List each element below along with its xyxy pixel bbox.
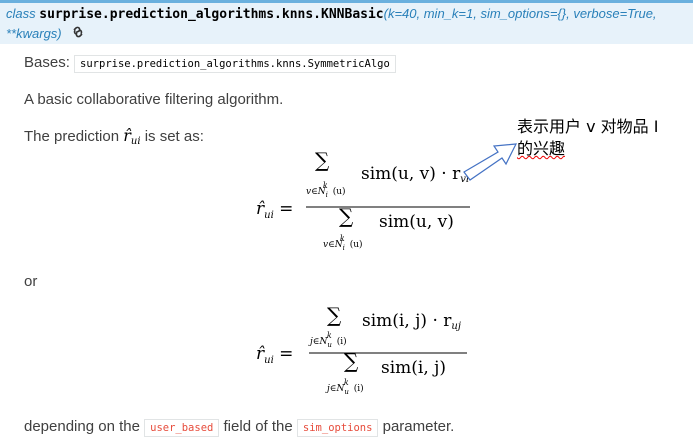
formula2-num-limit: j∈Nuk(i) bbox=[310, 331, 347, 349]
description: A basic collaborative filtering algorith… bbox=[24, 91, 284, 108]
class-params: (k=40, min_k=1, sim_options={}, verbose=… bbox=[6, 6, 657, 41]
intro-after: is set as: bbox=[144, 128, 204, 145]
annotation-arrow-icon bbox=[463, 143, 518, 181]
intro-before: The prediction bbox=[24, 128, 120, 145]
footer-middle: field of the bbox=[223, 418, 293, 435]
formula1-den-limit: v∈Nik(u) bbox=[323, 234, 363, 252]
formula1-den-body: sim(u, v) bbox=[379, 212, 454, 232]
annotation-line2: 的兴趣 bbox=[517, 139, 566, 158]
or-text: or bbox=[24, 273, 38, 290]
prediction-intro: The prediction r̂ui is set as: bbox=[24, 126, 204, 149]
formula2-den-sum: ∑ bbox=[344, 349, 359, 373]
formula2-den-limit: j∈Nuk(i) bbox=[327, 378, 364, 396]
formula1-num-limit: v∈Nik(u) bbox=[306, 181, 346, 199]
formula2-fraction-bar bbox=[309, 352, 467, 354]
formula1-lhs: r̂ui = bbox=[256, 199, 294, 221]
formula2-den-body: sim(i, j) bbox=[381, 358, 447, 378]
footer-code-sim-options[interactable]: sim_options bbox=[296, 419, 379, 437]
intro-symbol: r̂ui bbox=[123, 126, 141, 147]
class-signature: class surprise.prediction_algorithms.knn… bbox=[0, 0, 693, 44]
link-icon[interactable] bbox=[71, 25, 85, 44]
footer-line: depending on the user_based field of the… bbox=[24, 417, 454, 438]
bases-label: Bases: bbox=[24, 54, 70, 71]
formula1-num-body: sim(u, v) · rvi bbox=[361, 164, 470, 185]
annotation-line1: 表示用户 v 对物品 I bbox=[517, 117, 659, 136]
bases-line: Bases: surprise.prediction_algorithms.kn… bbox=[24, 53, 396, 74]
bases-value[interactable]: surprise.prediction_algorithms.knns.Symm… bbox=[74, 55, 396, 73]
footer-code-user-based[interactable]: user_based bbox=[144, 419, 220, 437]
formula1-num-sum: ∑ bbox=[315, 148, 330, 172]
formula2-lhs: r̂ui = bbox=[256, 344, 294, 366]
formula2-num-body: sim(i, j) · ruj bbox=[362, 311, 461, 332]
footer-before: depending on the bbox=[24, 418, 140, 435]
class-name: surprise.prediction_algorithms.knns.KNNB… bbox=[39, 7, 384, 22]
formula2-num-sum: ∑ bbox=[327, 303, 342, 327]
formula1-den-sum: ∑ bbox=[339, 204, 354, 228]
formula1-fraction-bar bbox=[306, 206, 470, 208]
footer-after: parameter. bbox=[382, 418, 455, 435]
class-keyword: class bbox=[6, 6, 36, 21]
annotation-text: 表示用户 v 对物品 I 的兴趣 bbox=[517, 116, 689, 160]
